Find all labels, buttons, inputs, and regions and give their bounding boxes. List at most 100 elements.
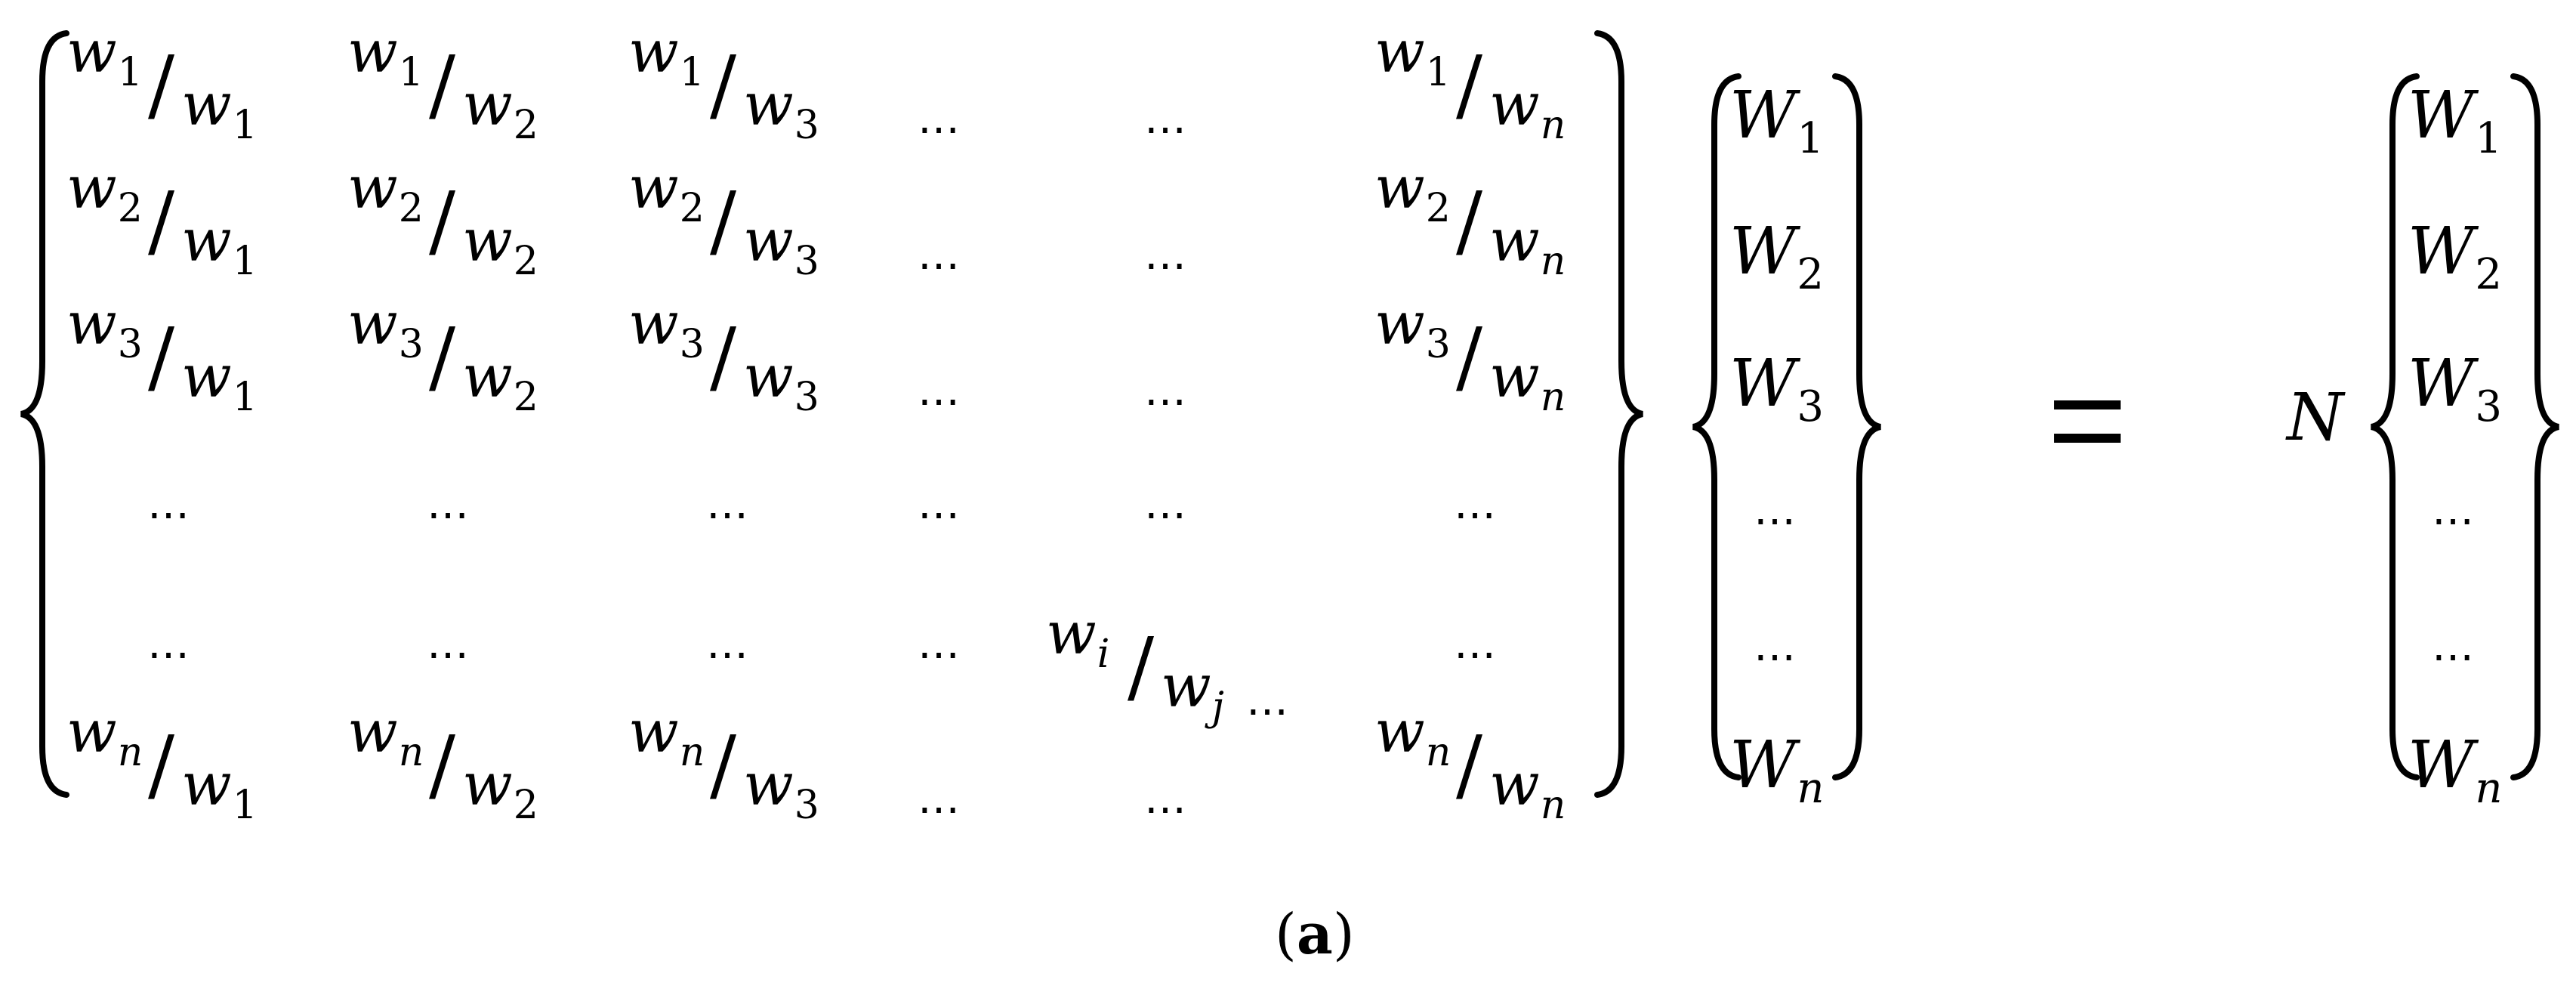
vector-entry-base: W [1729,78,1797,153]
denominator: w1 [181,76,258,145]
denominator-subscript: n [1540,783,1566,828]
matrix-ellipsis-r1-c4: … [918,94,961,144]
numerator: w3 [1374,295,1451,364]
denominator-base: w [462,751,513,819]
numerator-base: w [1374,698,1425,766]
denominator-subscript: n [1540,103,1566,148]
vector-entry-base: W [2408,214,2475,289]
fraction-slash: / [148,175,175,267]
fraction-slash: / [710,175,737,267]
numerator: w2 [66,159,143,228]
result-vector-left-brace [2370,73,2420,780]
numerator-base: w [628,18,679,86]
matrix-right-brace [1594,30,1644,798]
fraction-slash: / [1128,620,1155,712]
fraction-slash: / [1456,39,1483,131]
numerator: wn [628,703,705,772]
denominator: wn [1489,76,1566,145]
denominator-subscript: 3 [794,375,819,420]
denominator-base: w [743,751,794,819]
ellipsis: … [1246,676,1290,725]
matrix-ellipsis-r6-c5: … [1144,774,1188,824]
numerator-base: w [628,290,679,358]
vector-entry-subscript: n [1797,764,1825,813]
numerator-subscript: 1 [1425,50,1451,95]
denominator-base: w [462,207,513,275]
matrix-ellipsis-r5-c4: … [918,620,961,669]
matrix-ellipsis-r4-c4: … [918,480,961,529]
numerator-base: w [347,290,398,358]
numerator-subscript: n [398,730,424,775]
numerator-subscript: n [117,730,143,775]
vector-entry-base: W [1729,728,1797,803]
denominator-base: w [462,343,513,411]
numerator-subscript: 2 [1425,186,1451,231]
fraction-slash: / [710,718,737,811]
result-vector-entry-3: W3 [2408,351,2502,428]
numerator-base: w [347,18,398,86]
denominator-subscript: 1 [232,783,258,828]
numerator-base: w [628,698,679,766]
denominator-base: w [743,71,794,139]
matrix-ellipsis-r2-c4: … [918,230,961,280]
denominator-subscript: 1 [232,375,258,420]
denominator: wn [1489,212,1566,281]
result-vector-ellipsis-5: … [2432,622,2476,671]
matrix-ellipsis-r5-c2: … [427,620,470,669]
denominator: w3 [743,348,819,417]
numerator-subscript: n [679,730,705,775]
numerator-subscript: 3 [398,322,424,367]
denominator-base: w [1489,751,1540,819]
vector-entry-subscript: 2 [1797,250,1825,299]
fraction-slash: / [429,175,456,267]
numerator: w1 [628,23,705,92]
numerator: wi [1046,604,1109,674]
denominator-base: w [1489,207,1540,275]
vector-entry-subscript: 1 [2475,114,2503,163]
result-vector-entry-1: W1 [2408,83,2502,160]
fraction-slash: / [429,311,456,403]
vector-entry-base: W [2408,728,2475,803]
denominator: w3 [743,756,819,825]
numerator-base: w [66,154,117,222]
denominator: w2 [462,212,538,281]
caption-close-paren: ) [1332,902,1355,967]
figure-caption: (a) [1275,907,1355,963]
numerator-base: w [1374,18,1425,86]
numerator-base: w [1374,154,1425,222]
denominator-base: w [743,343,794,411]
denominator: w2 [462,756,538,825]
matrix-ellipsis-r2-c5: … [1144,230,1188,280]
denominator-base: w [1489,343,1540,411]
denominator: wj [1161,657,1224,727]
numerator-base: w [347,698,398,766]
numerator-subscript: 2 [398,186,424,231]
fraction-slash: / [429,39,456,131]
denominator-subscript: 3 [794,239,819,284]
fraction-slash: / [1456,718,1483,811]
fraction-slash: / [148,718,175,811]
caption-open-paren: ( [1275,902,1297,967]
numerator: w3 [347,295,424,364]
result-vector-entry-2: W2 [2408,219,2502,296]
numerator: w2 [347,159,424,228]
fraction-slash: / [148,311,175,403]
numerator: w3 [628,295,705,364]
denominator-subscript: 3 [794,103,819,148]
denominator: wn [1489,348,1566,417]
result-vector-entry-6: Wn [2408,733,2502,810]
matrix-ellipsis-r1-c5: … [1144,94,1188,144]
vector-entry-subscript: n [2475,764,2503,813]
scalar-n: N [2287,380,2344,456]
weight-vector-ellipsis-5: … [1754,622,1797,671]
fraction-slash: / [1456,175,1483,267]
weight-vector-entry-1: W1 [1729,83,1824,160]
matrix-ellipsis-r5-c6: … [1454,620,1498,669]
matrix-ellipsis-r3-c5: … [1144,366,1188,416]
denominator-subscript: 2 [513,239,538,284]
denominator: wn [1489,756,1566,825]
numerator-base: w [66,698,117,766]
numerator: w3 [66,295,143,364]
numerator: wn [66,703,143,772]
denominator: w1 [181,348,258,417]
